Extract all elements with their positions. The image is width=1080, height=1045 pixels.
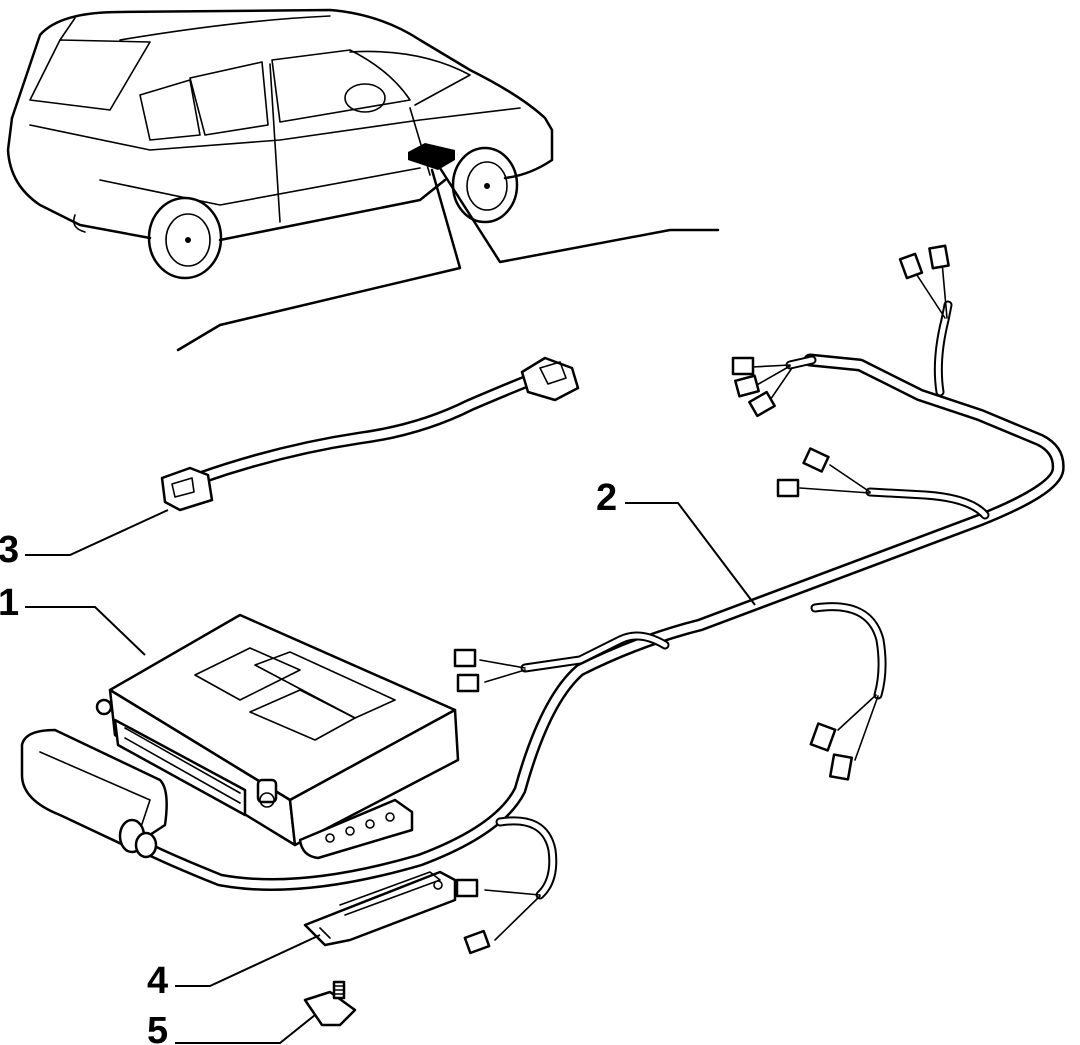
cable-connector-right bbox=[520, 356, 580, 402]
harness-connector bbox=[898, 252, 924, 280]
harness-connector bbox=[828, 753, 854, 781]
harness-connector bbox=[734, 374, 760, 398]
leader-4 bbox=[175, 934, 321, 987]
callout-4: 4 bbox=[147, 960, 168, 1002]
leader-3 bbox=[25, 509, 169, 556]
ecu-location-marker bbox=[408, 143, 455, 170]
connecting-cable bbox=[160, 356, 580, 512]
harness-connector bbox=[802, 447, 830, 473]
callout-leaders bbox=[25, 502, 756, 1044]
harness-connector bbox=[463, 929, 491, 955]
leader-1 bbox=[25, 606, 146, 656]
leader-5 bbox=[175, 1014, 316, 1044]
fixing-screw bbox=[303, 980, 357, 1027]
callout-3: 3 bbox=[0, 529, 19, 571]
harness-connector bbox=[455, 878, 479, 898]
harness-connector bbox=[453, 648, 477, 668]
harness-connector bbox=[748, 390, 776, 418]
wiring-harness bbox=[20, 244, 1065, 955]
harness-connector bbox=[776, 478, 800, 498]
harness-connector bbox=[456, 673, 480, 693]
callout-2: 2 bbox=[596, 477, 617, 519]
control-unit bbox=[95, 613, 460, 860]
harness-connector bbox=[731, 356, 755, 376]
harness-connector bbox=[928, 244, 950, 270]
mounting-bracket bbox=[303, 870, 457, 947]
leader-2 bbox=[625, 502, 756, 606]
harness-connector bbox=[809, 722, 837, 752]
callout-5: 5 bbox=[147, 1010, 168, 1045]
callout-1: 1 bbox=[0, 582, 19, 624]
car-illustration bbox=[6, 8, 720, 352]
cable-connector-left bbox=[160, 466, 214, 512]
